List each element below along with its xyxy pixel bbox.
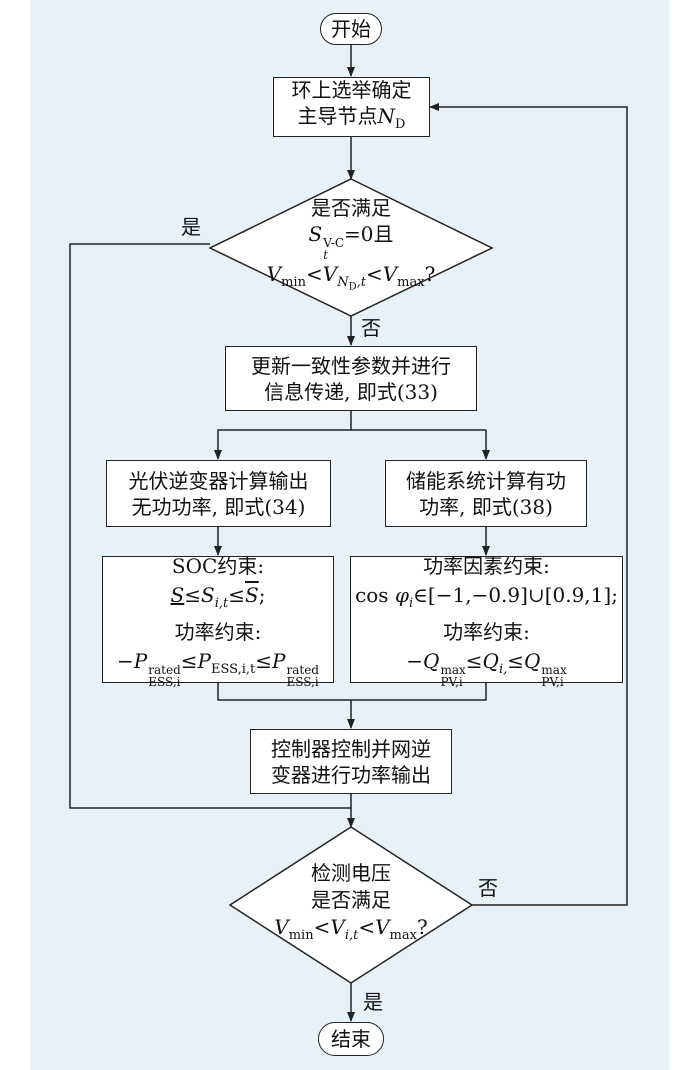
soc-title: SOC约束: [171, 553, 265, 578]
decision2-no-label: 否 [478, 876, 498, 900]
decision1-line3: Vmin<VND,t<Vmax? [266, 262, 436, 293]
decision1-diamond [208, 178, 494, 317]
decision1-line1: 是否满足 [311, 196, 391, 221]
pv-calc-line1: 光伏逆变器计算输出 [128, 468, 309, 493]
pf-title2: 功率约束: [443, 619, 530, 644]
edge-decision2-no-loop [429, 103, 628, 906]
edge-update-split [214, 411, 352, 460]
controller-output-box: 控制器控制并网逆 变器进行功率输出 [250, 729, 452, 794]
ess-calc-box: 储能系统计算有功 功率, 即式(38) [385, 460, 587, 527]
update-line1: 更新一致性参数并进行 [251, 353, 451, 378]
soc-range: S≤Si,t≤S; [170, 582, 266, 611]
decision2-yes-label: 是 [363, 990, 383, 1014]
select-leader-box: 环上选举确定 主导节点ND [273, 77, 430, 137]
pv-calc-line2: 无功功率, 即式(34) [131, 494, 306, 519]
pv-inverter-calc-box: 光伏逆变器计算输出 无功功率, 即式(34) [106, 460, 331, 527]
control-line2: 变器进行功率输出 [271, 762, 431, 787]
select-line1: 环上选举确定 [291, 77, 412, 102]
update-line2: 信息传递, 即式(33) [264, 379, 438, 404]
decision2-diamond [228, 826, 474, 984]
update-consensus-box: 更新一致性参数并进行 信息传递, 即式(33) [225, 346, 477, 411]
end-node: 结束 [318, 1022, 384, 1056]
pf-title: 功率因素约束: [423, 553, 550, 578]
decision1-no-label: 否 [361, 316, 381, 340]
ess-calc-line1: 储能系统计算有功 [406, 468, 566, 493]
edge-decision1-yes-bypass [69, 243, 351, 809]
pf-range: cos φi∈[−1,−0.9]∪[0.9,1]; [355, 582, 618, 611]
power-factor-constraint-box: 功率因素约束: cos φi∈[−1,−0.9]∪[0.9,1]; 功率约束: … [350, 554, 623, 688]
end-label: 结束 [331, 1027, 371, 1051]
ess-calc-line2: 功率, 即式(38) [419, 494, 553, 519]
decision1-yes-label: 是 [181, 215, 201, 239]
start-label: 开始 [331, 17, 371, 41]
select-line2: 主导节点ND [297, 103, 406, 132]
edge-soc-merge [217, 683, 487, 701]
control-line1: 控制器控制并网逆 [271, 736, 431, 761]
start-node: 开始 [320, 13, 382, 45]
decision2-line3: Vmin<Vi,t<Vmax? [274, 914, 428, 943]
soc-title2: 功率约束: [174, 619, 262, 644]
decision2-line1: 检测电压 [311, 860, 391, 885]
decision2-line2: 是否满足 [311, 887, 391, 912]
decision2-text: 检测电压 是否满足 Vmin<Vi,t<Vmax? [255, 848, 447, 960]
